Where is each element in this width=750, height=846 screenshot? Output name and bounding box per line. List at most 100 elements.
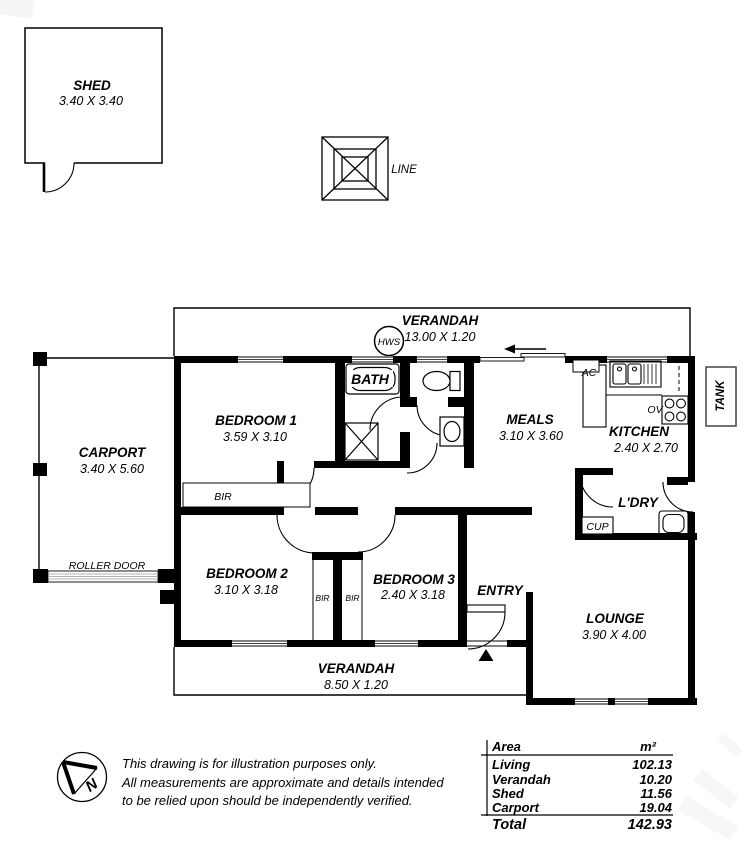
lounge-dims: 3.90 X 4.00 bbox=[582, 628, 646, 642]
shower bbox=[344, 422, 379, 461]
carport-post bbox=[33, 463, 47, 476]
carport-post bbox=[33, 352, 47, 366]
area-row-label: Living bbox=[492, 757, 530, 772]
area-row-value: 11.56 bbox=[640, 786, 672, 801]
toilet bbox=[422, 370, 461, 392]
bir-bedroom1: BIR bbox=[182, 482, 311, 508]
bath-label-bg bbox=[347, 370, 393, 387]
area-table: Area m² Living 102.13 Verandah 10.20 She… bbox=[481, 739, 673, 833]
bedroom3-door-arc bbox=[357, 514, 396, 553]
bedroom3-label: BEDROOM 3 bbox=[373, 572, 455, 587]
entry-marker-triangle bbox=[478, 649, 494, 661]
tank-label: TANK bbox=[715, 380, 727, 412]
shed-label: SHED bbox=[73, 78, 111, 93]
tank: TANK bbox=[705, 366, 737, 427]
verandah-top-label: VERANDAH bbox=[402, 313, 479, 328]
hws-label: HWS bbox=[378, 337, 401, 348]
area-total-value: 142.93 bbox=[628, 817, 672, 833]
carport-post bbox=[158, 569, 174, 583]
roller-door-label: ROLLER DOOR bbox=[69, 560, 146, 572]
area-row-value: 10.20 bbox=[639, 772, 672, 787]
entry-label: ENTRY bbox=[477, 583, 525, 598]
disclaimer-line2: All measurements are approximate and det… bbox=[121, 775, 444, 790]
kitchen-dims: 2.40 X 2.70 bbox=[613, 441, 678, 455]
laundry-trough bbox=[658, 510, 689, 537]
window bbox=[238, 356, 283, 363]
windows bbox=[232, 356, 667, 705]
bir-label: BIR bbox=[315, 593, 329, 603]
north-label: N bbox=[82, 775, 102, 796]
laundry-external-door-arc bbox=[662, 481, 694, 513]
area-row-label: Carport bbox=[492, 800, 540, 815]
verandah-top-outline bbox=[173, 307, 691, 356]
cupboard-label: CUP bbox=[586, 521, 608, 533]
laundry-cupboard: CUP bbox=[581, 516, 614, 535]
shed-door-arc bbox=[44, 162, 75, 193]
verandah-bottom-outline bbox=[173, 647, 526, 696]
verandah-top-dims: 13.00 X 1.20 bbox=[405, 330, 476, 344]
hws-unit: HWS bbox=[373, 325, 405, 357]
clothes-line-icon bbox=[321, 136, 389, 201]
bedroom1-label: BEDROOM 1 bbox=[215, 413, 297, 428]
meals-label: MEALS bbox=[506, 412, 553, 427]
area-row-label: Verandah bbox=[492, 772, 551, 787]
laundry-label: L'DRY bbox=[618, 495, 660, 510]
area-row-value: 102.13 bbox=[632, 757, 673, 772]
wall-pier bbox=[160, 590, 174, 604]
sliding-door bbox=[479, 353, 566, 362]
meals-dims: 3.10 X 3.60 bbox=[499, 429, 563, 443]
carport-label: CARPORT bbox=[79, 445, 147, 460]
window bbox=[417, 356, 447, 363]
bath-label: BATH bbox=[351, 371, 390, 387]
window bbox=[575, 698, 608, 705]
window bbox=[232, 640, 287, 647]
cooktop bbox=[661, 395, 689, 425]
carport bbox=[33, 352, 174, 583]
window bbox=[375, 640, 418, 647]
area-total-label: Total bbox=[492, 817, 527, 833]
disclaimer-line1: This drawing is for illustration purpose… bbox=[122, 756, 377, 771]
entry-door-leaf bbox=[466, 604, 506, 613]
laundry-door-arc bbox=[579, 473, 614, 508]
window bbox=[352, 356, 393, 363]
bir-label: BIR bbox=[345, 593, 359, 603]
bedroom2-label: BEDROOM 2 bbox=[206, 566, 288, 581]
area-header-unit: m² bbox=[640, 739, 657, 754]
carport-dims: 3.40 X 5.60 bbox=[80, 462, 144, 476]
window bbox=[607, 356, 667, 363]
lobby-door-arc bbox=[406, 442, 438, 474]
bir-bedroom2-3 bbox=[312, 560, 363, 640]
area-row-label: Shed bbox=[492, 786, 525, 801]
clothes-line-label: LINE bbox=[391, 164, 417, 176]
disclaimer: This drawing is for illustration purpose… bbox=[121, 756, 444, 808]
bedroom2-dims: 3.10 X 3.18 bbox=[214, 583, 278, 597]
verandah-bottom-label: VERANDAH bbox=[318, 661, 395, 676]
bedroom3-dims: 2.40 X 3.18 bbox=[380, 588, 445, 602]
bedroom2-door-arc bbox=[276, 514, 316, 554]
shed-dims: 3.40 X 3.40 bbox=[59, 94, 123, 108]
entry-direction-arrow bbox=[504, 344, 546, 354]
carport-post bbox=[33, 569, 48, 583]
bir-label: BIR bbox=[214, 491, 232, 503]
ac-unit: AC bbox=[572, 359, 600, 379]
roller-door bbox=[47, 570, 159, 583]
north-arrow-icon: N bbox=[56, 751, 108, 803]
disclaimer-line3: to be relied upon should be independentl… bbox=[122, 793, 413, 808]
window bbox=[615, 698, 648, 705]
bedroom1-dims: 3.59 X 3.10 bbox=[223, 430, 287, 444]
area-header-label: Area bbox=[491, 739, 521, 754]
lounge-label: LOUNGE bbox=[586, 611, 645, 626]
shed bbox=[24, 27, 163, 193]
oven-label: OV bbox=[647, 404, 663, 416]
bath-door-arc bbox=[369, 396, 404, 431]
vanity-basin bbox=[439, 416, 465, 447]
ac-label: AC bbox=[581, 367, 597, 379]
entry-door-arc bbox=[467, 611, 506, 650]
area-row-value: 19.04 bbox=[639, 800, 672, 815]
kitchen-sink bbox=[609, 360, 662, 388]
walls bbox=[174, 356, 697, 705]
verandah-bottom-dims: 8.50 X 1.20 bbox=[324, 678, 388, 692]
